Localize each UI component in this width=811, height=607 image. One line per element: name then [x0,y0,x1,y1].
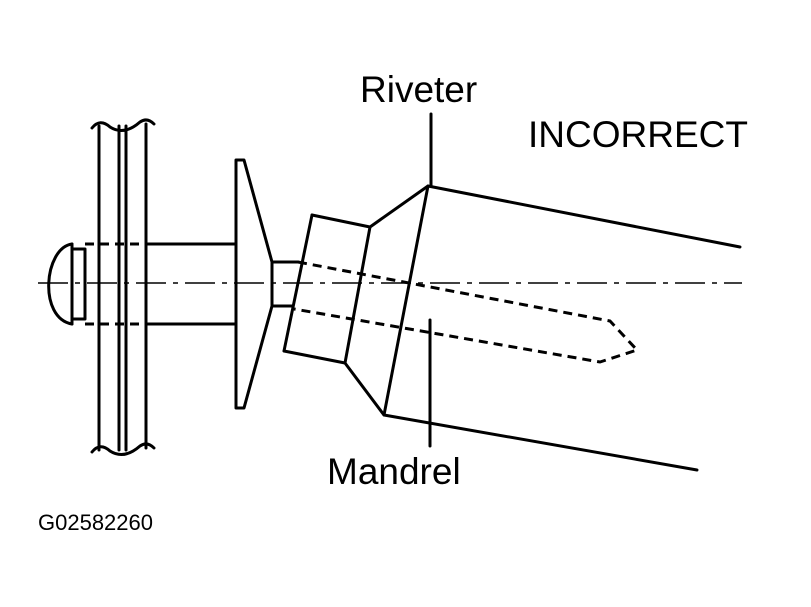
panel-section [90,118,156,457]
riveter-tool [282,184,742,472]
riveter-label: Riveter [360,69,478,110]
mandrel-label: Mandrel [327,451,461,492]
mandrel-hidden [293,260,640,364]
figure-id-label: G02582260 [38,510,153,535]
incorrect-label: INCORRECT [528,114,748,155]
mandrel-stub [270,260,300,308]
rivet-head [234,158,274,410]
rivet-body [144,242,238,326]
